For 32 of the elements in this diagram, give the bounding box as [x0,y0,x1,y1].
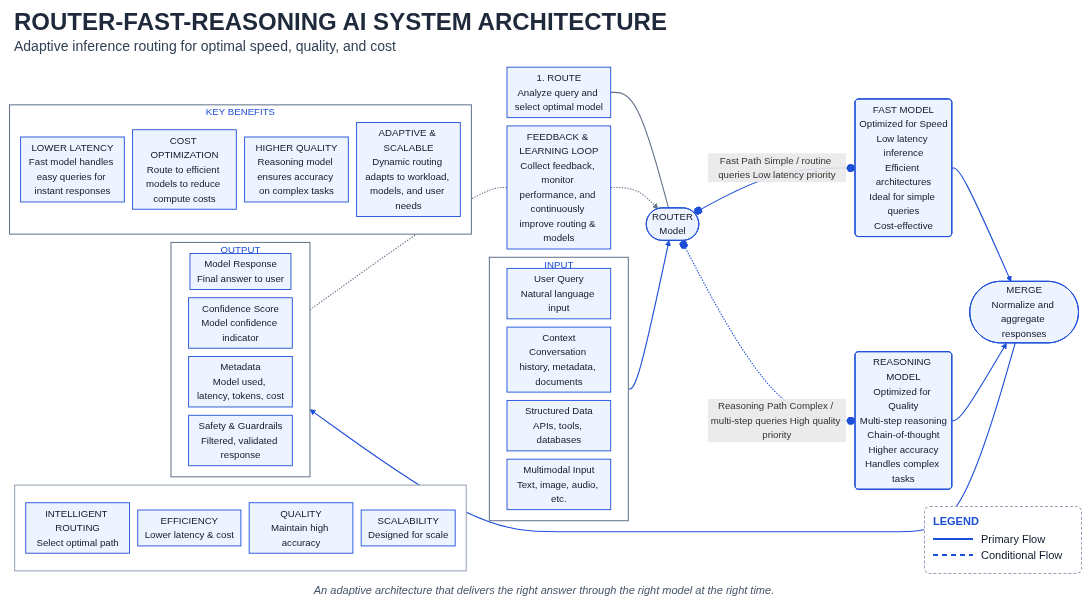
node-box: QUALITY Maintain high accuracy [248,502,354,554]
node-box: Model Response Final answer to user [189,253,292,290]
node-box: Confidence Score Model confidence indicator [188,297,293,349]
legend-label: Primary Flow [981,533,1046,545]
arrow [951,167,1012,282]
node-box: User Query Natural language input [506,267,612,320]
node-box: Structured Data APIs, tools, databases [506,399,612,452]
node-box: SCALABILITY Designed for scale [360,509,456,547]
cluster [14,484,467,572]
node-box: INTELLIGENT ROUTING Select optimal path [25,502,130,554]
arrow [309,342,1016,533]
node-box: Multimodal Input Text, image, audio, etc. [506,458,612,511]
title: ROUTER-FAST-REASONING AI SYSTEM ARCHITECTURE [14,8,667,36]
node-box: EFFICIENCY Lower latency & cost [137,509,242,547]
legend-title: LEGEND [933,515,980,527]
node-box: LOWER LATENCY Fast model handles easy queries for instant responses [20,136,125,203]
node-box: COST OPTIMIZATION Route to efficient models to reduce compute costs [132,129,237,210]
node-box: FEEDBACK & LEARNING LOOP Collect feedback, monitor performance, and continuously improve routing & models [506,125,612,250]
arrow [951,342,1007,422]
edge-label: Fast Path Simple / routine queries Low latency priority [718,154,836,181]
node-box: HIGHER QUALITY Reasoning model ensures accuracy on complex tasks [244,136,349,203]
subtitle: Adaptive inference routing for optimal speed, quality, and cost [14,38,397,54]
node-box: Metadata Model used, latency, tokens, cost [188,356,293,408]
edge-label: Reasoning Path Complex / multi-step queries High quality priority [710,400,841,441]
node-box: ADAPTIVE & SCALABLE Dynamic routing adapts to workload, models, and user needs [356,122,461,217]
node-box: Context Conversation history, metadata, documents [506,326,612,393]
connector [610,91,670,209]
arrow [610,186,659,210]
node-box: Safety & Guardrails Filtered, validated response [188,414,293,467]
caption: An adaptive architecture that delivers the right answer through the right model at the right time. [312,584,776,596]
legend-label: Conditional Flow [981,549,1063,561]
node-box: 1. ROUTE Analyze query and select optimal model [506,66,612,119]
